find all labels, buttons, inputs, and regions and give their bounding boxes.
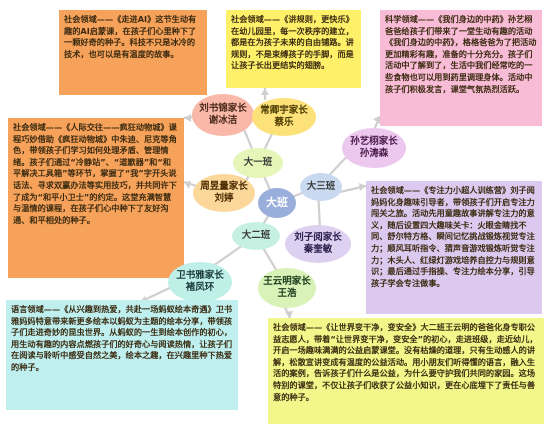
group-class3[interactable]: 大三班	[300, 173, 342, 201]
note-ant-books: 语言领域——《从兴趣到热爱，共赴一场蚂蚁绘本奇遇》卫书雅妈妈特意带来新更多绘本以…	[6, 300, 238, 410]
parent-chang-qingyu[interactable]: 常卿宇家长 蔡乐	[252, 98, 316, 136]
note-ai: 社会领域——《走进AI》这节生动有趣的AI启蒙课，在孩子们心里种下了一颗好奇的种…	[59, 10, 207, 95]
note-chinese-medicine: 科学领域——《我们身边的中药》孙艺栩爸爸给孩子们带来了一堂生动有趣的活动《我们身…	[380, 10, 542, 126]
parent-zhou-yuliang[interactable]: 周昱量家长 刘婷	[193, 174, 255, 212]
note-clean-safe: 社会领域——《让世界变干净，变安全》大二班王云明的爸爸化身专职公益志愿人，带着“…	[268, 318, 544, 424]
note-rules: 社会领域——《讲规则，更快乐》在幼儿园里，每一次秩序的建立，都是在为孩子未来的自…	[226, 10, 361, 88]
parent-liu-shujin[interactable]: 刘书锦家长 谢冰洁	[192, 94, 254, 136]
parent-wei-shuya[interactable]: 卫书雅家长 褚凤环	[168, 262, 232, 302]
center-node[interactable]: 大班	[258, 188, 296, 218]
parent-wang-yunming[interactable]: 王云明家长 王浩	[258, 268, 316, 308]
parent-liu-ziyue[interactable]: 刘子阅家长 秦奎敏	[285, 225, 351, 263]
group-class1[interactable]: 大一班	[233, 148, 283, 178]
note-zootopia: 社会领域——《人际交往——疯狂动物城》课程巧妙借助《疯狂动物城》中朱迪、尼克等角…	[8, 118, 184, 278]
parent-sun-yixu[interactable]: 孙艺栩家长 孙涛森	[342, 128, 406, 168]
group-class2[interactable]: 大二班	[232, 222, 280, 250]
note-focus-camp: 社会领域——《专注力小超人训练营》刘子阅妈妈化身趣味引导者，带领孩子们开启专注力…	[366, 181, 542, 314]
